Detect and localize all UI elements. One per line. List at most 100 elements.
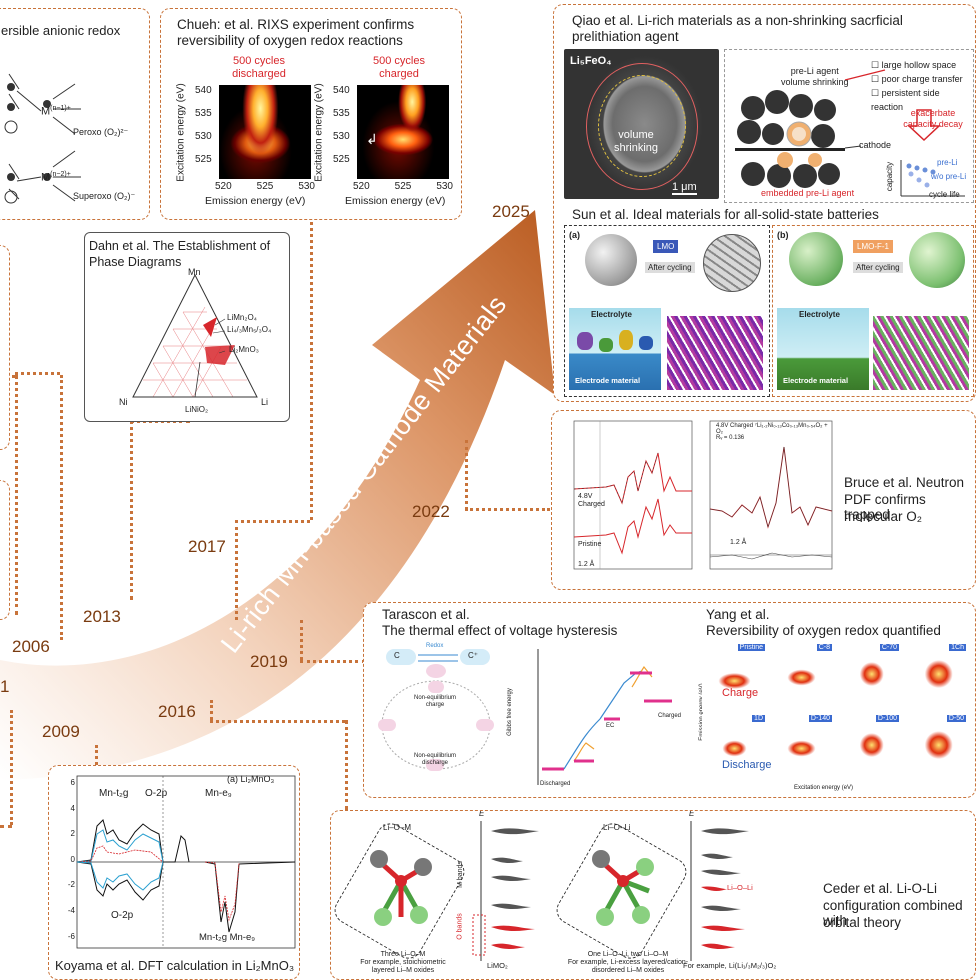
ceder-text-3: orbital theory	[823, 915, 902, 930]
dahn-li: Li	[261, 397, 269, 407]
superoxo-label: Superoxo (O₂)⁻	[73, 191, 136, 201]
cycle-life-label: cycle life	[929, 190, 960, 199]
chueh-arrow-icon: ↲	[366, 131, 378, 147]
year-2019: 2019	[250, 652, 288, 671]
sun-a-label: (a)	[569, 230, 580, 240]
lattice-a	[667, 316, 763, 390]
ceder-text-1: Ceder et al. Li-O-Li	[823, 881, 938, 896]
bullet-item: ☐ poor charge transfer	[871, 74, 963, 84]
chueh-ylabel-left: Excitation energy (eV)	[175, 83, 187, 182]
tarascon-gibbs: Gibbs free energy	[506, 688, 513, 736]
pre-li-schematic	[735, 69, 965, 197]
ceder-cap2: One Li–O–Li, two Li–O–M For example, Li-…	[567, 951, 689, 974]
left-partial-panel	[0, 480, 10, 620]
blob	[619, 330, 633, 350]
dahn-li2mno3: Li₂MnO₃	[229, 345, 259, 354]
exacerbate-label: exacerbate capacity decay	[903, 108, 963, 129]
ceder-cap1: Three Li–O–M For example, stoichiometric…	[360, 951, 446, 974]
tarascon-charged: Charged	[658, 713, 682, 719]
yang-charge-label: Charge	[722, 687, 759, 699]
yang-grid: Pristine C-8 C-70 1Ch 1D D-140 D-100 D-5…	[702, 643, 968, 783]
tarascon-title-1: Tarascon et al.	[382, 607, 470, 622]
sem-image: Li₅FeO₄ volume shrinking 1 μm	[564, 49, 719, 199]
ceder-loli-level: Li–O–Li	[727, 883, 753, 892]
year-2017: 2017	[188, 537, 226, 556]
ceder-loli-structure	[592, 850, 654, 926]
yang-map: D-100	[836, 714, 901, 783]
tarascon-c: C	[394, 651, 400, 660]
m2-label: M(n−2)+	[41, 171, 71, 184]
cathode-label: cathode	[859, 140, 892, 150]
bruce-pristine: Pristine	[578, 541, 602, 548]
ceder-limo2: LiMO₂	[487, 961, 508, 970]
tarascon-yang-panel: Tarascon et al. The thermal effect of vo…	[363, 602, 976, 798]
yang-top-label: C-8	[816, 644, 832, 651]
connector	[235, 520, 238, 620]
bruce-r2: 1.2 Å	[730, 539, 747, 546]
lattice-b	[873, 316, 969, 390]
blob	[639, 336, 653, 350]
connector	[15, 375, 18, 615]
tarascon-title-2: The thermal effect of voltage hysteresis	[382, 623, 618, 638]
tarascon-ec: EC	[606, 723, 615, 729]
connector	[235, 520, 310, 523]
year-2013: 2013	[83, 607, 121, 626]
schematic-box: pre-Li agent volume shrinking ☐ large ho…	[724, 49, 974, 203]
ternary-diagram	[132, 273, 258, 398]
dahn-title-1: Dahn et al. The Establishment of	[89, 239, 271, 253]
electrolyte-scene-b: Electrolyte Electrode material	[777, 308, 869, 390]
dahn-ni: Ni	[119, 397, 128, 407]
connector	[300, 620, 303, 660]
electrolyte-a: Electrolyte	[591, 310, 632, 319]
dahn-title-2: Phase Diagrams	[89, 255, 182, 269]
sphere-lmof-2	[909, 232, 965, 288]
yang-map: C-8	[769, 643, 834, 712]
anionic-redox-panel: ersible anionic redox M(n−1)+ Peroxo (O₂…	[0, 8, 150, 220]
yang-bottom-label: D-100	[875, 715, 899, 722]
qiao-title-1: Qiao et al. Li-rich materials as a non-s…	[572, 13, 903, 28]
after-cycling-a: After cycling	[645, 262, 695, 273]
year-1: 1	[0, 677, 10, 696]
dos-o2p-bottom: O-2p	[111, 910, 134, 921]
dos-o2p: O-2p	[145, 788, 168, 799]
connector	[465, 440, 468, 510]
sun-b-label: (b)	[777, 230, 789, 240]
ceder-bands-1	[472, 821, 539, 961]
ceder-lom-structure	[370, 850, 432, 926]
dahn-limn2o4: LiMn₂O₄	[227, 313, 257, 322]
sphere-lmo-2	[703, 234, 761, 292]
connector	[15, 372, 60, 375]
dos-mn-t2g: Mn-t₂g	[99, 788, 129, 799]
year-2025: 2025	[492, 202, 530, 221]
dahn-li43: Li₄/₃Mn₅/₃O₄	[227, 325, 272, 334]
preli-agent-label: pre-Li agent volume shrinking	[781, 66, 849, 87]
chueh-right-label: 500 cycles charged	[373, 55, 425, 80]
peroxo-label: Peroxo (O₂)²⁻	[73, 127, 129, 137]
after-cycling-b: After cycling	[853, 262, 903, 273]
yang-map: Pristine	[702, 643, 767, 712]
yang-bottom-label: D-140	[808, 715, 832, 722]
bullet-list: ☐ large hollow space ☐ poor charge trans…	[871, 58, 973, 114]
yang-discharge-label: Discharge	[722, 759, 772, 771]
chueh-xlabel-right: Emission energy (eV)	[345, 195, 446, 207]
connector	[300, 660, 365, 663]
sphere-lmo-1	[585, 234, 637, 286]
ceder-o-bands: O bands	[456, 913, 464, 940]
bruce-rw: Rᵥ = 0.136	[716, 435, 745, 441]
peroxo-diagram	[4, 73, 81, 204]
lmo-badge: LMO	[653, 240, 679, 253]
connector	[10, 710, 13, 825]
yang-map: C-70	[836, 643, 901, 712]
tarascon-discharged: Discharged	[540, 781, 571, 787]
yang-map: 1D	[702, 714, 767, 783]
ceder-m-bands: M bands	[456, 861, 464, 888]
ceder-bands-2	[690, 821, 749, 961]
connector	[0, 825, 12, 828]
dahn-linio2: LiNiO₂	[185, 405, 209, 414]
electrode-a: Electrode material	[575, 376, 641, 385]
blob	[577, 332, 593, 350]
chueh-xlabel-left: Emission energy (eV)	[205, 195, 306, 207]
